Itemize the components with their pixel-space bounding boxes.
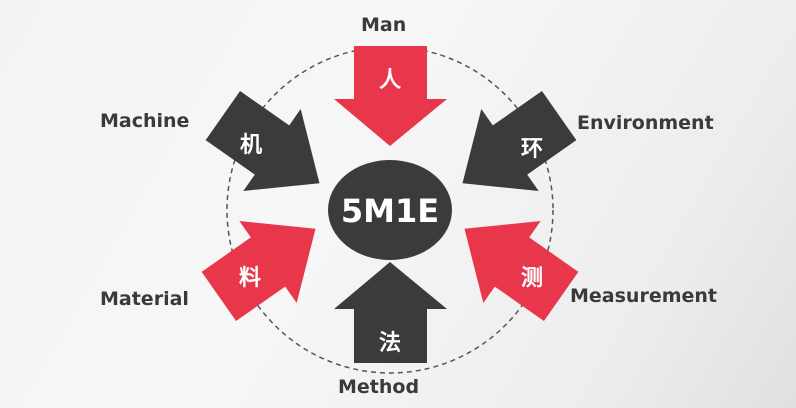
arrow-method-char: 法 [379, 331, 401, 356]
label-method: Method [338, 376, 420, 398]
arrow-measurement [464, 221, 579, 321]
label-material: Material [100, 288, 189, 310]
arrow-man: 人 [334, 46, 447, 146]
arrow-material [201, 221, 316, 321]
arrow-machine-char: 机 [240, 133, 262, 158]
arrow-environment [462, 91, 577, 191]
arrow-machine [205, 91, 320, 191]
arrow-environment-char: 环 [521, 137, 543, 162]
arrow-material-char: 料 [239, 266, 261, 291]
arrow-measurement-char: 测 [521, 266, 543, 291]
center-label: 5M1E [341, 192, 439, 230]
label-man: Man [361, 14, 407, 36]
label-environment: Environment [577, 112, 714, 134]
arrow-method: 法 [334, 262, 447, 363]
center-hub [328, 160, 452, 260]
label-machine: Machine [100, 110, 190, 132]
arrow-man-char: 人 [379, 68, 401, 93]
label-measurement: Measurement [570, 285, 717, 307]
